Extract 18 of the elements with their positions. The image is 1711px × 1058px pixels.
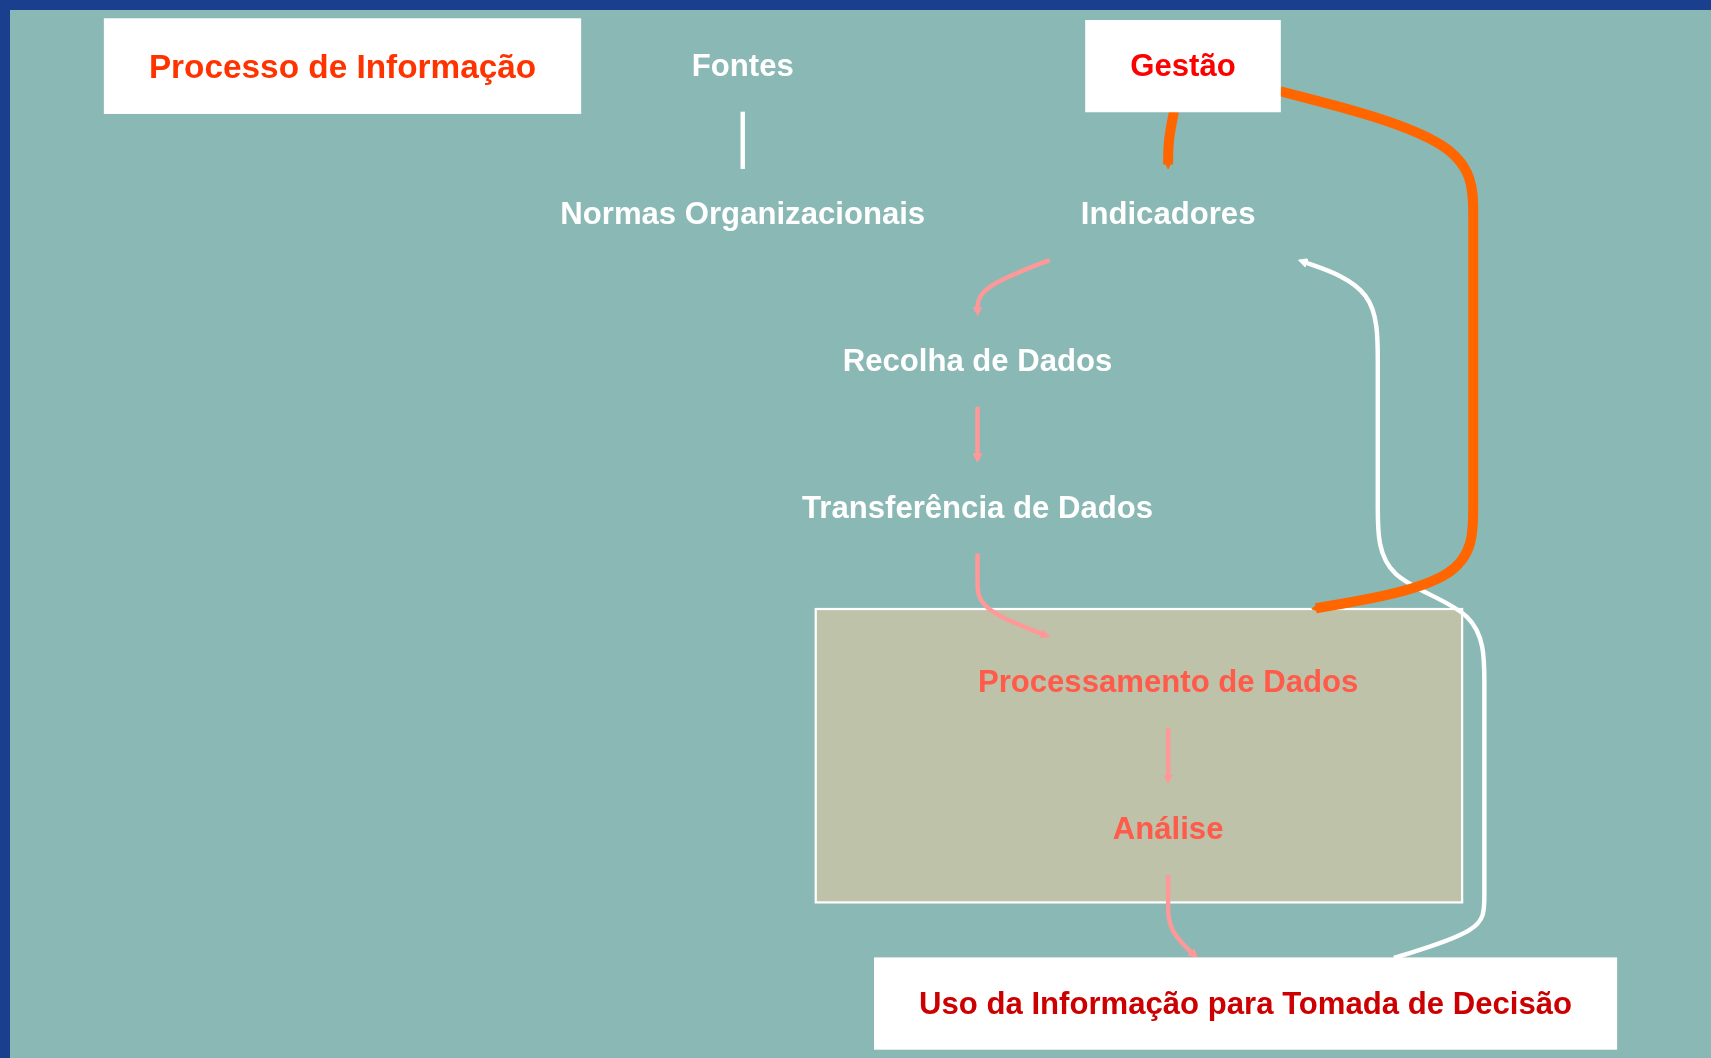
node-text: Processamento de Dados bbox=[977, 664, 1359, 700]
node-box: Processo de Informação bbox=[103, 18, 582, 114]
arrow bbox=[975, 553, 1051, 639]
arrow bbox=[972, 257, 1051, 317]
node-box: Uso da Informação para Tomada de Decisão bbox=[874, 957, 1618, 1050]
node-box: Gestão bbox=[1085, 20, 1281, 113]
node-text: Normas Organizacionais bbox=[560, 196, 926, 232]
arrow bbox=[972, 406, 983, 463]
node-text: Recolha de Dados bbox=[842, 343, 1113, 378]
cluster bbox=[814, 607, 1464, 904]
node-text: Análise bbox=[1112, 811, 1224, 846]
node-text: Fontes bbox=[691, 48, 794, 83]
arrow bbox=[1163, 110, 1179, 170]
arrow bbox=[1163, 727, 1173, 784]
node-text: Indicadores bbox=[1080, 196, 1256, 232]
arrow bbox=[1165, 874, 1198, 959]
connector bbox=[740, 111, 745, 169]
node-text: Transferência de Dados bbox=[802, 490, 1154, 525]
